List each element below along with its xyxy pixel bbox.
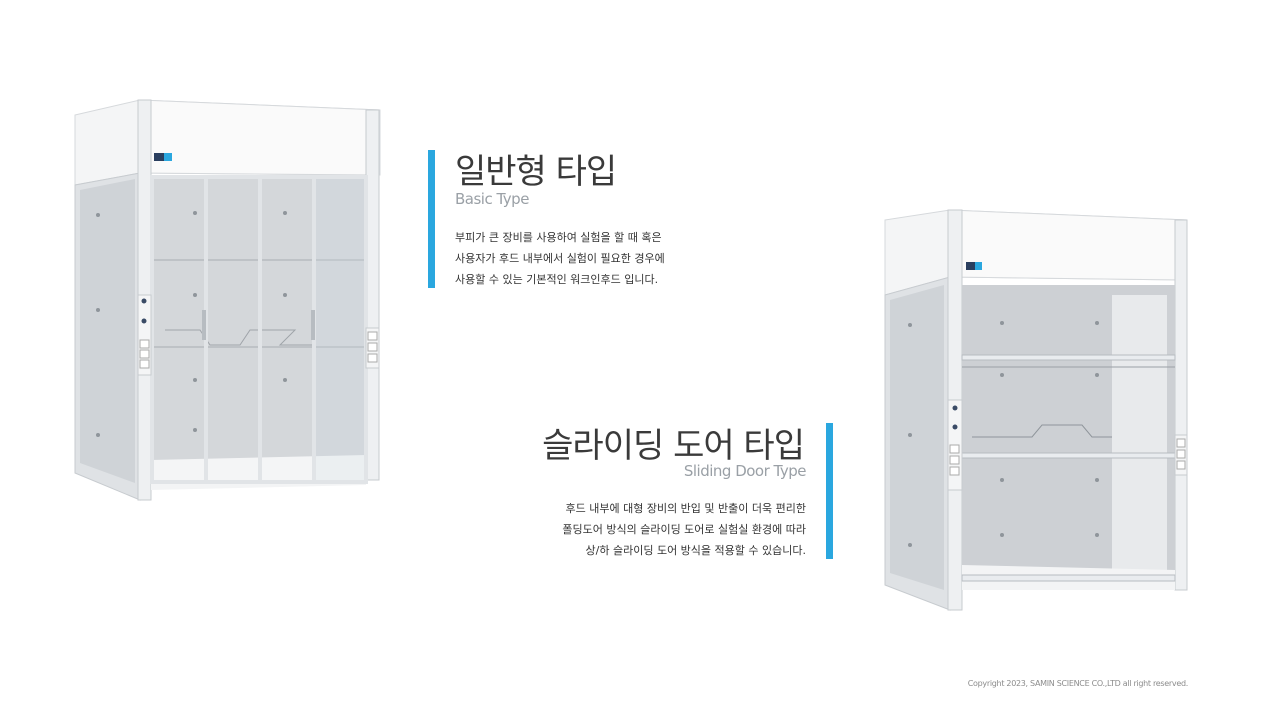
sliding-desc-line: 상/하 슬라이딩 도어 방식을 적용할 수 있습니다. [585,544,806,557]
sliding-type-subtitle: Sliding Door Type [683,462,807,480]
sliding-type-title: 슬라이딩 도어 타입 [542,426,805,466]
copyright-text: Copyright 2023, SAMIN SCIENCE CO.,LTD al… [967,679,1189,688]
basic-desc-line: 사용자가 후드 내부에서 실험이 필요한 경우에 [455,252,665,265]
basic-type-fume-hood-image [74,99,381,501]
sliding-type-accent-bar [826,423,833,559]
basic-type-subtitle: Basic Type [455,190,529,208]
basic-type-title: 일반형 타입 [455,152,617,192]
basic-desc-line: 사용할 수 있는 기본적인 워크인후드 입니다. [455,273,659,286]
sliding-type-description: 후드 내부에 대형 장비의 반입 및 반출이 더욱 편리한 폴딩도어 방식의 슬… [562,498,806,561]
basic-type-accent-bar [428,150,435,288]
sliding-desc-line: 후드 내부에 대형 장비의 반입 및 반출이 더욱 편리한 [565,502,807,515]
sliding-door-fume-hood-image [884,209,1188,611]
basic-desc-line: 부피가 큰 장비를 사용하여 실험을 할 때 혹은 [455,231,662,244]
basic-type-description: 부피가 큰 장비를 사용하여 실험을 할 때 혹은 사용자가 후드 내부에서 실… [455,227,665,290]
sliding-desc-line: 폴딩도어 방식의 슬라이딩 도어로 실험실 환경에 따라 [562,523,806,536]
